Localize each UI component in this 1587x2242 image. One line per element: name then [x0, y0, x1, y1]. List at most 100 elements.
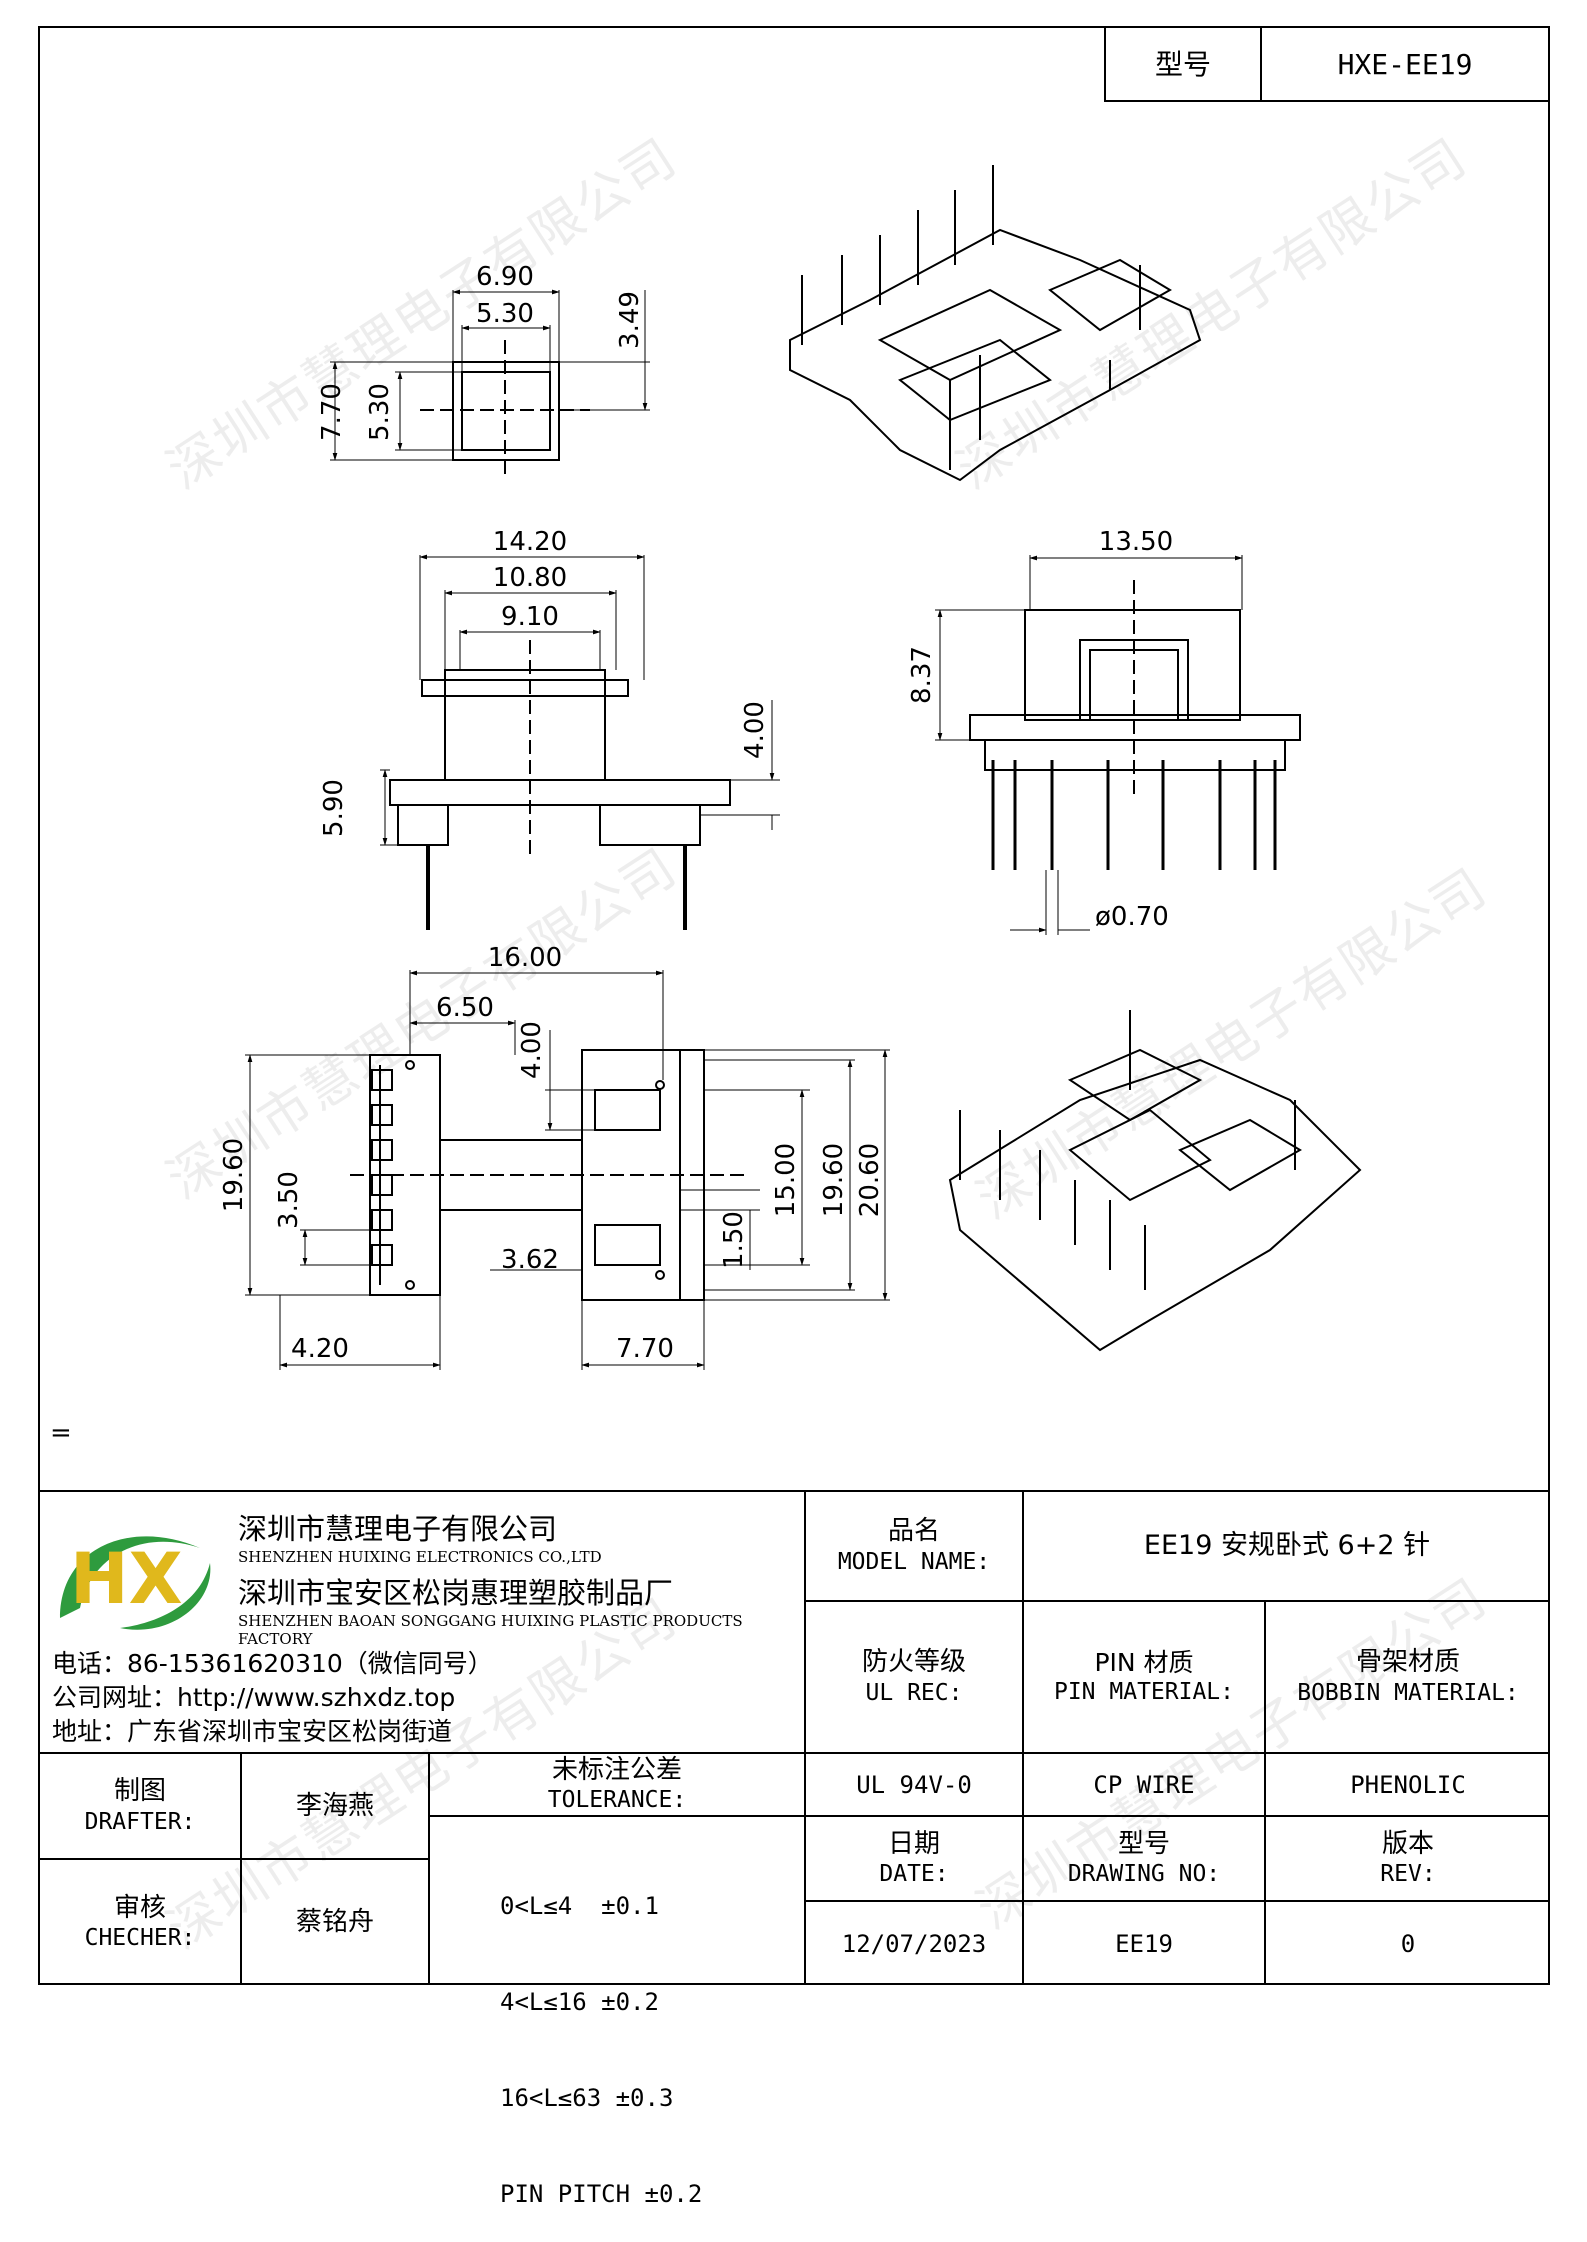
tolerance-line: 16<L≤63 ±0.3: [500, 2084, 674, 2112]
dim-400-side: 4.00: [740, 701, 770, 759]
technical-drawing: 6.90 5.30 3.49 7.70 5.30 14.20 10.80 9.1…: [219, 165, 1362, 1370]
company-block: HX 深圳市慧理电子有限公司 SHENZHEN HUIXING ELECTRON…: [40, 1492, 804, 1752]
factory-name-cn: 深圳市宝安区松岗惠理塑胶制品厂: [238, 1576, 674, 1610]
dim-420: 4.20: [291, 1334, 349, 1364]
model-name-label: 品名 MODEL NAME:: [806, 1492, 1022, 1600]
core-section-view: [330, 289, 650, 480]
checker-label-cn: 审核: [113, 1892, 166, 1923]
pin-material-label: PIN 材质 PIN MATERIAL:: [1024, 1602, 1264, 1752]
rev-label-cn: 版本: [1381, 1828, 1434, 1859]
company-name-cn: 深圳市慧理电子有限公司: [238, 1512, 558, 1546]
bobbin-material-label: 骨架材质 BOBBIN MATERIAL:: [1266, 1602, 1550, 1752]
dim-1350: 13.50: [1099, 527, 1173, 557]
tb-hline-4: [804, 1900, 1550, 1902]
drawing-no-label: 型号 DRAWING NO:: [1024, 1817, 1264, 1900]
drafter-name: 李海燕: [242, 1754, 428, 1858]
dim-770-vertical: 7.70: [317, 383, 347, 441]
dim-150: 1.50: [719, 1211, 749, 1269]
drafter-name-text: 李海燕: [295, 1790, 374, 1821]
top-view: [245, 970, 890, 1370]
checker-label-en: CHECHER:: [84, 1925, 196, 1952]
model-name-value: EE19 安规卧式 6+2 针: [1024, 1492, 1550, 1600]
ul-label-cn: 防火等级: [861, 1647, 966, 1678]
tolerance-line: PIN PITCH ±0.2: [500, 2180, 703, 2208]
titleblock-top-rule: [38, 1490, 1550, 1492]
factory-name-en: SHENZHEN BAOAN SONGGANG HUIXING PLASTIC …: [238, 1612, 743, 1648]
front-view: [935, 555, 1301, 935]
dim-2060: 20.60: [855, 1143, 885, 1217]
tb-vline-2: [1022, 1490, 1024, 1985]
dim-590: 5.90: [319, 779, 349, 837]
bobbin-material-label-cn: 骨架材质: [1355, 1647, 1460, 1678]
rev-value: 0: [1266, 1902, 1550, 1985]
logo-letters: HX: [70, 1538, 183, 1620]
isometric-view-top: [789, 165, 1202, 482]
pin-row: [371, 1069, 393, 1266]
header-model-value: HXE-EE19: [1260, 26, 1550, 102]
drawing-frame: [38, 26, 1550, 1985]
checker-label: 审核 CHECHER:: [40, 1860, 240, 1985]
date-value-text: 12/07/2023: [841, 1929, 987, 1958]
header-model-value-text: HXE-EE19: [1337, 47, 1473, 81]
dim-349: 3.49: [615, 291, 645, 349]
checker-name: 蔡铭舟: [242, 1860, 428, 1985]
dim-690: 6.90: [476, 262, 534, 292]
drawing-no-value: EE19: [1024, 1902, 1264, 1985]
dim-1960-right: 19.60: [819, 1143, 849, 1217]
ul-value-text: UL 94V-0: [856, 1770, 972, 1799]
tolerance-line: 4<L≤16 ±0.2: [500, 1988, 659, 2016]
company-phone: 电话：86-15361620310（微信同号）: [52, 1649, 493, 1678]
side-view: [380, 554, 780, 930]
drawing-no-label-en: DRAWING NO:: [1067, 1861, 1221, 1888]
tb-hline-1: [804, 1600, 1550, 1602]
bobbin-material-label-en: BOBBIN MATERIAL:: [1297, 1679, 1519, 1706]
company-logo: HX: [60, 1536, 211, 1630]
dimension-labels: 6.90 5.30 3.49 7.70 5.30 14.20 10.80 9.1…: [219, 262, 1173, 1364]
dim-650: 6.50: [436, 993, 494, 1023]
dim-400-top: 4.00: [517, 1021, 547, 1079]
tb-vline-1: [804, 1490, 806, 1985]
dim-1600: 16.00: [488, 943, 562, 973]
bobbin-material-value: PHENOLIC: [1266, 1754, 1550, 1815]
dim-pin-diameter: ø0.70: [1095, 902, 1169, 932]
drafter-label-cn: 制图: [113, 1776, 166, 1807]
tb-vline-5: [428, 1752, 430, 1985]
drafter-label: 制图 DRAFTER:: [40, 1754, 240, 1858]
rev-label-en: REV:: [1380, 1861, 1436, 1888]
dim-1080: 10.80: [493, 563, 567, 593]
checker-name-text: 蔡铭舟: [295, 1907, 374, 1938]
tb-vline-3: [1264, 1600, 1266, 1985]
dim-1960-left: 19.60: [219, 1138, 249, 1212]
rev-label: 版本 REV:: [1266, 1817, 1550, 1900]
tolerance-line: 0<L≤4 ±0.1: [500, 1892, 659, 1920]
isometric-view-bottom: [948, 1010, 1362, 1352]
date-label-en: DATE:: [879, 1861, 949, 1888]
tb-hline-5: [38, 1858, 430, 1860]
drawing-no-value-text: EE19: [1115, 1929, 1173, 1958]
pin-material-label-en: PIN MATERIAL:: [1053, 1679, 1234, 1706]
date-label-cn: 日期: [887, 1828, 940, 1859]
pin-material-value: CP WIRE: [1024, 1754, 1264, 1815]
bobbin-material-value-text: PHENOLIC: [1350, 1770, 1466, 1799]
dim-910: 9.10: [501, 602, 559, 632]
dim-770-bottom: 7.70: [616, 1334, 674, 1364]
rev-value-text: 0: [1400, 1929, 1416, 1958]
date-value: 12/07/2023: [806, 1902, 1022, 1985]
dim-350: 3.50: [274, 1171, 304, 1229]
date-label: 日期 DATE:: [806, 1817, 1022, 1900]
model-name-label-cn: 品名: [887, 1516, 940, 1547]
dim-362: 3.62: [501, 1245, 559, 1275]
dim-530-horizontal: 5.30: [476, 299, 534, 329]
drafter-label-en: DRAFTER:: [84, 1808, 196, 1835]
dim-1500: 15.00: [771, 1143, 801, 1217]
model-name-label-en: MODEL NAME:: [837, 1548, 991, 1575]
ul-label-en: UL REC:: [865, 1679, 963, 1706]
tb-hline-2: [38, 1752, 1550, 1754]
tolerance-list: 0<L≤4 ±0.1 4<L≤16 ±0.2 16<L≤63 ±0.3 PIN …: [500, 1826, 800, 2242]
ul-label: 防火等级 UL REC:: [806, 1602, 1022, 1752]
dim-837: 8.37: [907, 646, 937, 704]
company-name-en: SHENZHEN HUIXING ELECTRONICS CO.,LTD: [238, 1548, 602, 1566]
header-model-label-text: 型号: [1154, 47, 1211, 81]
tb-hline-3: [428, 1815, 1550, 1817]
tb-vline-4: [240, 1752, 242, 1985]
